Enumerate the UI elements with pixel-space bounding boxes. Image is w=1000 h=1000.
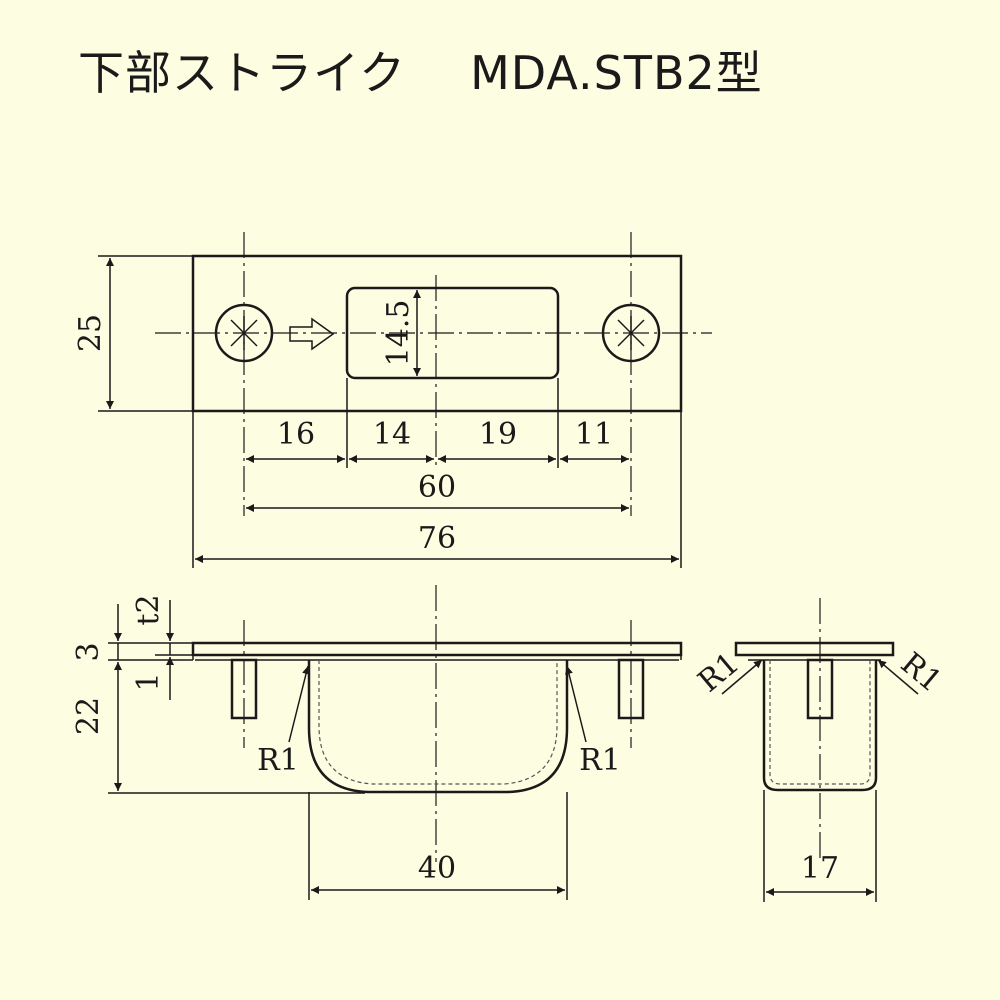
dim-side-radius-right: R1 bbox=[894, 646, 948, 700]
drawing-title: 下部ストライク MDA.STB2型 bbox=[78, 38, 978, 108]
right-pin bbox=[617, 658, 645, 720]
dim-seg-19: 19 bbox=[479, 417, 517, 452]
dim-thickness-t2: t2 bbox=[131, 594, 166, 625]
dim-side-1: 1 bbox=[131, 672, 166, 691]
dim-side-width: 17 bbox=[801, 851, 839, 886]
dim-box-width: 40 bbox=[418, 851, 456, 886]
top-view: 25 14.5 16 14 19 11 60 76 bbox=[73, 232, 712, 568]
dim-depth-22: 22 bbox=[71, 697, 106, 735]
side-pin bbox=[806, 658, 834, 720]
side-view: R1 R1 17 bbox=[692, 598, 948, 902]
dim-radius-right: R1 bbox=[579, 743, 621, 778]
dim-slot-height: 14.5 bbox=[381, 300, 416, 367]
direction-arrow-icon bbox=[289, 317, 335, 351]
title-name: 下部ストライク bbox=[78, 46, 407, 100]
dim-seg-14: 14 bbox=[373, 417, 411, 452]
strike-box bbox=[307, 660, 569, 794]
dim-seg-11: 11 bbox=[575, 417, 613, 452]
dim-plate-height: 25 bbox=[73, 314, 108, 352]
left-pin bbox=[230, 658, 258, 720]
front-plate bbox=[191, 641, 683, 657]
front-view: 3 t2 1 22 R1 R1 40 bbox=[71, 585, 683, 900]
dim-radius-left: R1 bbox=[257, 743, 299, 778]
title-model: MDA.STB2型 bbox=[470, 46, 763, 100]
right-screw-hole-icon bbox=[601, 303, 661, 363]
side-plate bbox=[734, 641, 895, 657]
dim-plate-length: 76 bbox=[418, 521, 456, 556]
side-box bbox=[762, 660, 878, 792]
dim-seg-16: 16 bbox=[277, 417, 315, 452]
left-screw-hole-icon bbox=[214, 303, 274, 363]
dim-side-3: 3 bbox=[71, 642, 106, 661]
dim-hole-pitch: 60 bbox=[418, 470, 456, 505]
